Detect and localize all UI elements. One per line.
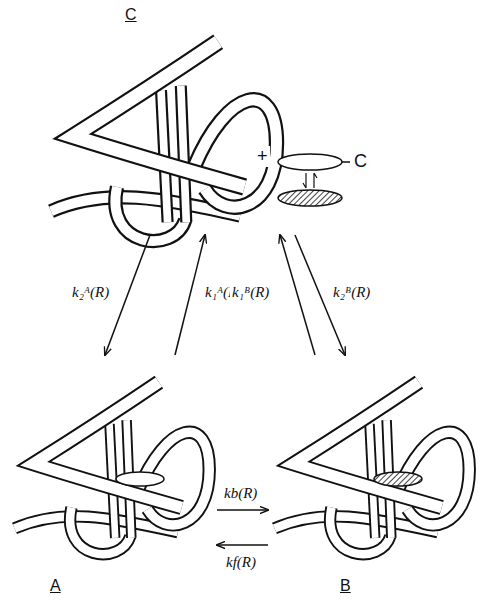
annotation: C: [352, 151, 369, 172]
bound-ligand: [116, 472, 164, 486]
bound-ligand-hatched: [374, 472, 422, 486]
rate-constant: k₁ᴮ(R): [230, 284, 271, 301]
rate-constant: kb(R): [222, 485, 259, 502]
state-label: B: [340, 577, 351, 595]
equilibrium-arrows: [303, 173, 317, 188]
annotation: +: [255, 146, 270, 167]
state-label: A: [50, 577, 61, 595]
rate-constant: kf(R): [224, 554, 258, 571]
protein-ribbon: [275, 382, 470, 554]
complex-region: C: [30, 5, 300, 235]
reaction-arrow: [217, 509, 268, 511]
protein-ribbon: [51, 42, 277, 241]
rate-constant: k₂ᴮ(R): [331, 284, 372, 301]
ligand-disk-hatched: [278, 190, 342, 206]
reaction-arrow: [280, 235, 315, 355]
reaction-arrow: [105, 235, 150, 355]
protein-ribbon: [15, 382, 210, 554]
ligand-bond: [342, 161, 350, 163]
state-label: C: [125, 6, 137, 24]
complex-region: A: [10, 355, 215, 600]
reaction-arrow: [217, 544, 268, 546]
complex-region: B: [270, 355, 480, 600]
rate-constant: k₂ᴬ(R): [70, 284, 111, 301]
reaction-arrow: [175, 235, 205, 355]
ligand-disk: [278, 154, 342, 170]
